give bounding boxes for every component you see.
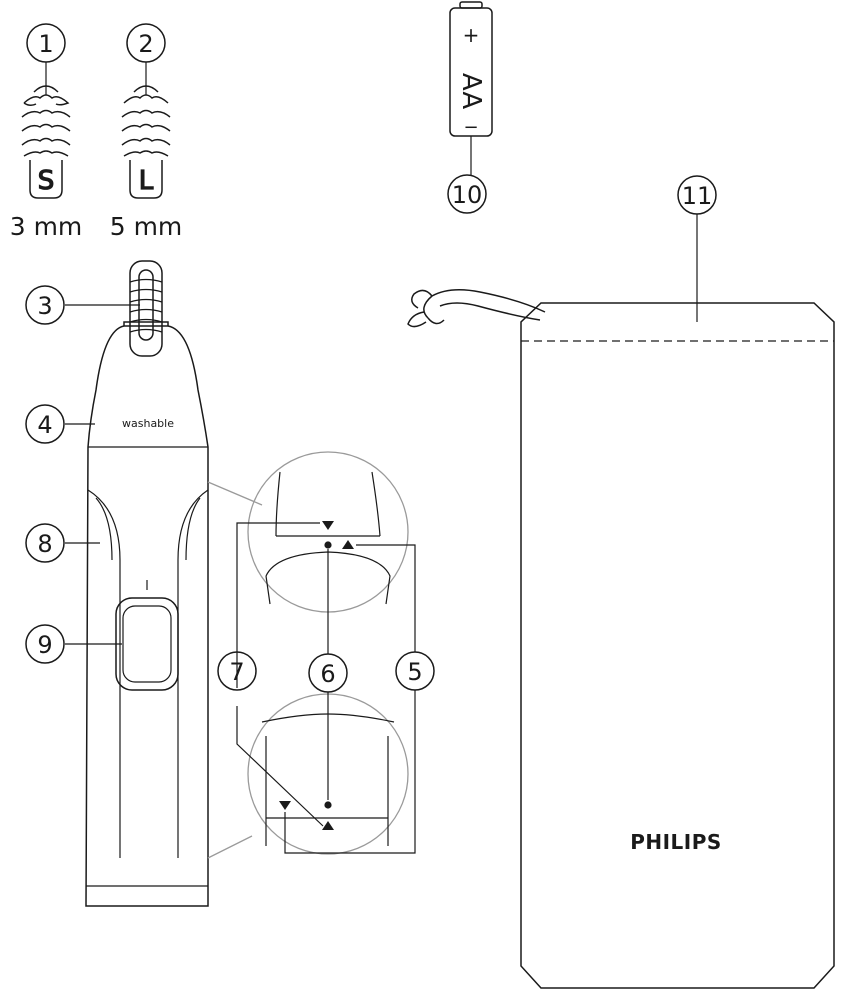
- leader-7: [236, 522, 320, 688]
- trimmer-washable-label: washable: [122, 417, 174, 430]
- callout-6: 6: [308, 653, 348, 693]
- callout-10: 10: [447, 174, 487, 214]
- svg-text:9: 9: [37, 631, 52, 659]
- callout-4: 4: [25, 404, 65, 444]
- callout-8: 8: [25, 523, 65, 563]
- detail-circle-bottom: [207, 693, 409, 859]
- leader-5a: [356, 544, 416, 652]
- svg-text:7: 7: [229, 658, 244, 686]
- svg-text:3: 3: [37, 292, 52, 320]
- callout-2: 2: [126, 23, 166, 63]
- svg-text:8: 8: [37, 530, 52, 558]
- svg-text:10: 10: [452, 181, 483, 209]
- pouch-brand-logo: PHILIPS: [630, 830, 722, 854]
- svg-text:1: 1: [38, 30, 53, 58]
- callout-9: 9: [25, 624, 65, 664]
- svg-text:11: 11: [682, 182, 713, 210]
- battery-minus: −: [463, 117, 478, 138]
- svg-text:4: 4: [37, 411, 52, 439]
- battery-type: AA: [456, 73, 486, 110]
- comb-l-letter: L: [139, 166, 154, 196]
- battery-plus: +: [463, 23, 480, 47]
- comb-s-letter: S: [38, 166, 55, 196]
- comb-s-size: 3 mm: [10, 212, 83, 241]
- callout-3: 3: [25, 285, 65, 325]
- comb-l-size: 5 mm: [110, 212, 183, 241]
- trimmer-icon: [85, 260, 209, 907]
- callout-11: 11: [677, 175, 717, 215]
- svg-text:5: 5: [407, 658, 422, 686]
- svg-text:2: 2: [138, 30, 153, 58]
- callout-1: 1: [26, 23, 66, 63]
- leader-5b: [284, 690, 416, 854]
- leader-7b: [236, 706, 324, 827]
- comb-s-icon: [21, 62, 71, 199]
- battery-icon: [449, 1, 493, 176]
- callout-5: 5: [395, 651, 435, 691]
- comb-l-icon: [121, 62, 171, 199]
- detail-circle-top: [207, 451, 409, 613]
- callout-7: 7: [217, 651, 257, 691]
- pouch-icon: [407, 214, 835, 989]
- svg-text:6: 6: [320, 660, 335, 688]
